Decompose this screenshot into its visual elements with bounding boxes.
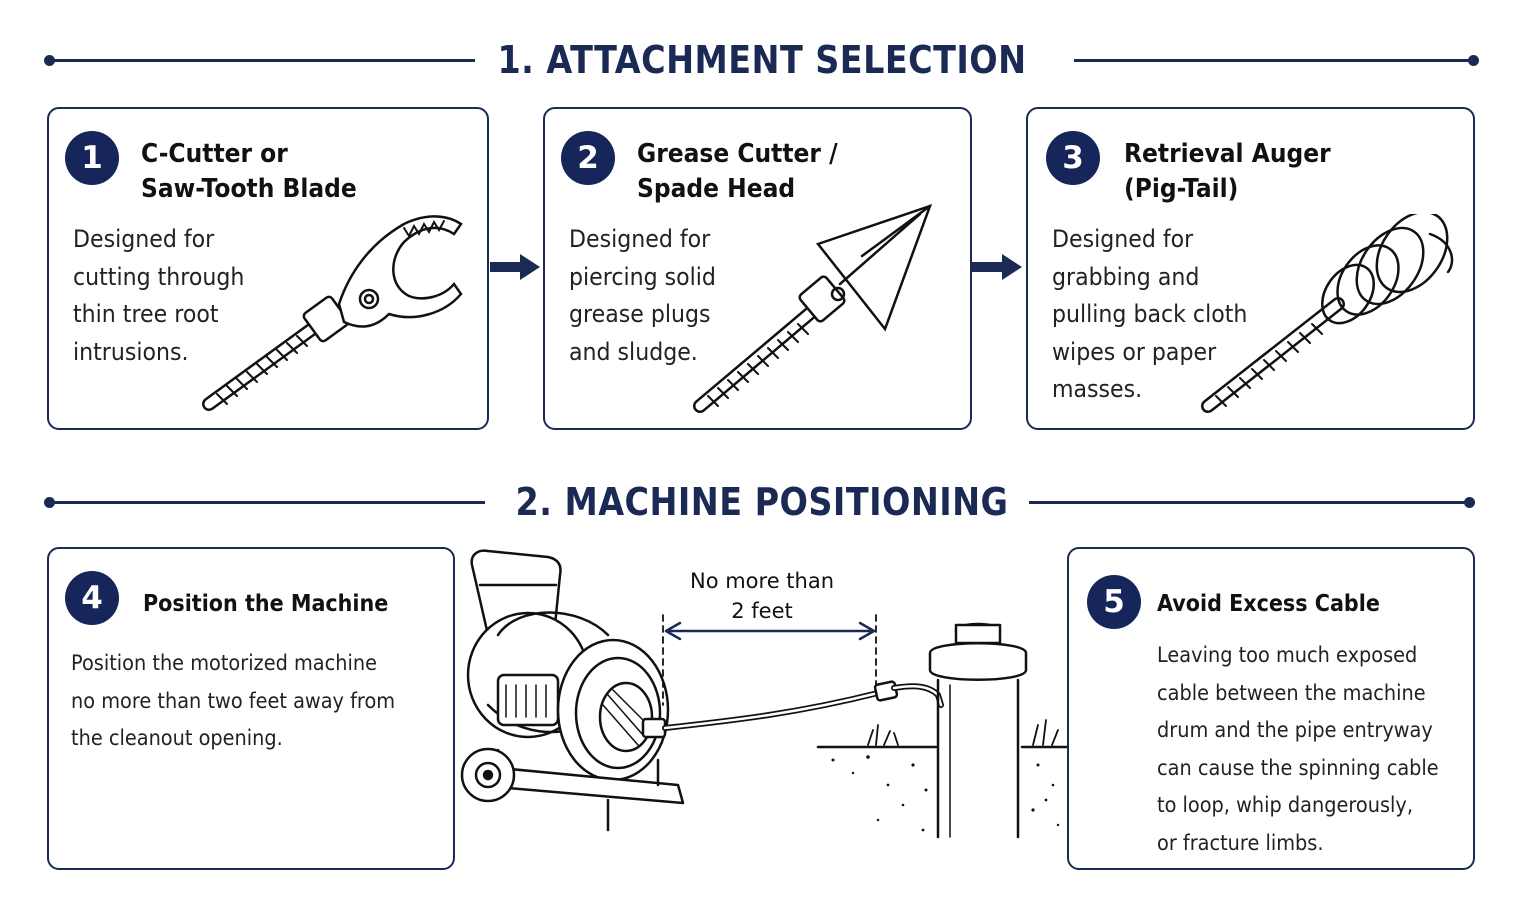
c-cutter-blade-icon (202, 215, 463, 411)
attachment-title: Grease Cutter / Spade Head (637, 139, 838, 204)
rule-right (1074, 59, 1474, 62)
attachment-title: Retrieval Auger (Pig-Tail) (1124, 139, 1331, 204)
section-header-attachment: 1. ATTACHMENT SELECTION (44, 38, 1480, 82)
flow-arrow-icon (972, 254, 1022, 280)
step-badge: 2 (561, 131, 615, 185)
drain-machine-illustration (460, 549, 1070, 839)
spade-head-icon (693, 203, 933, 413)
pig-tail-auger-icon (1201, 214, 1454, 413)
rule-end-dot (1464, 497, 1475, 508)
positioning-card-4: 4 Position the Machine Position the moto… (47, 547, 455, 870)
attachment-card-2: 2 Grease Cutter / Spade Head Designed fo… (543, 107, 972, 430)
positioning-title: Position the Machine (143, 591, 389, 617)
attachment-card-3: 3 Retrieval Auger (Pig-Tail) Designed fo… (1026, 107, 1475, 430)
attachment-description: Designed for cutting through thin tree r… (73, 225, 245, 366)
step-badge: 4 (65, 571, 119, 625)
distance-label: No more than 2 feet (689, 569, 835, 623)
positioning-card-5: 5 Avoid Excess Cable Leaving too much ex… (1067, 547, 1475, 870)
step-badge: 3 (1046, 131, 1100, 185)
rule-left (49, 501, 485, 504)
rule-end-dot (1468, 55, 1479, 66)
attachment-title: C-Cutter or Saw-Tooth Blade (141, 139, 357, 204)
step-badge: 1 (65, 131, 119, 185)
rule-left (49, 59, 475, 62)
positioning-description: Position the motorized machine no more t… (71, 651, 396, 750)
section-title: 2. MACHINE POSITIONING (515, 480, 1009, 524)
positioning-description: Leaving too much exposed cable between t… (1157, 643, 1439, 855)
rule-right (1029, 501, 1469, 504)
positioning-title: Avoid Excess Cable (1157, 591, 1380, 617)
attachment-description: Designed for piercing solid grease plugs… (569, 225, 716, 366)
attachment-card-1: 1 C-Cutter or Saw-Tooth Blade Designed f… (47, 107, 489, 430)
section-title: 1. ATTACHMENT SELECTION (497, 38, 1027, 82)
attachment-description: Designed for grabbing and pulling back c… (1052, 225, 1248, 403)
step-badge: 5 (1087, 575, 1141, 629)
section-header-positioning: 2. MACHINE POSITIONING (44, 480, 1480, 524)
flow-arrow-icon (490, 254, 540, 280)
